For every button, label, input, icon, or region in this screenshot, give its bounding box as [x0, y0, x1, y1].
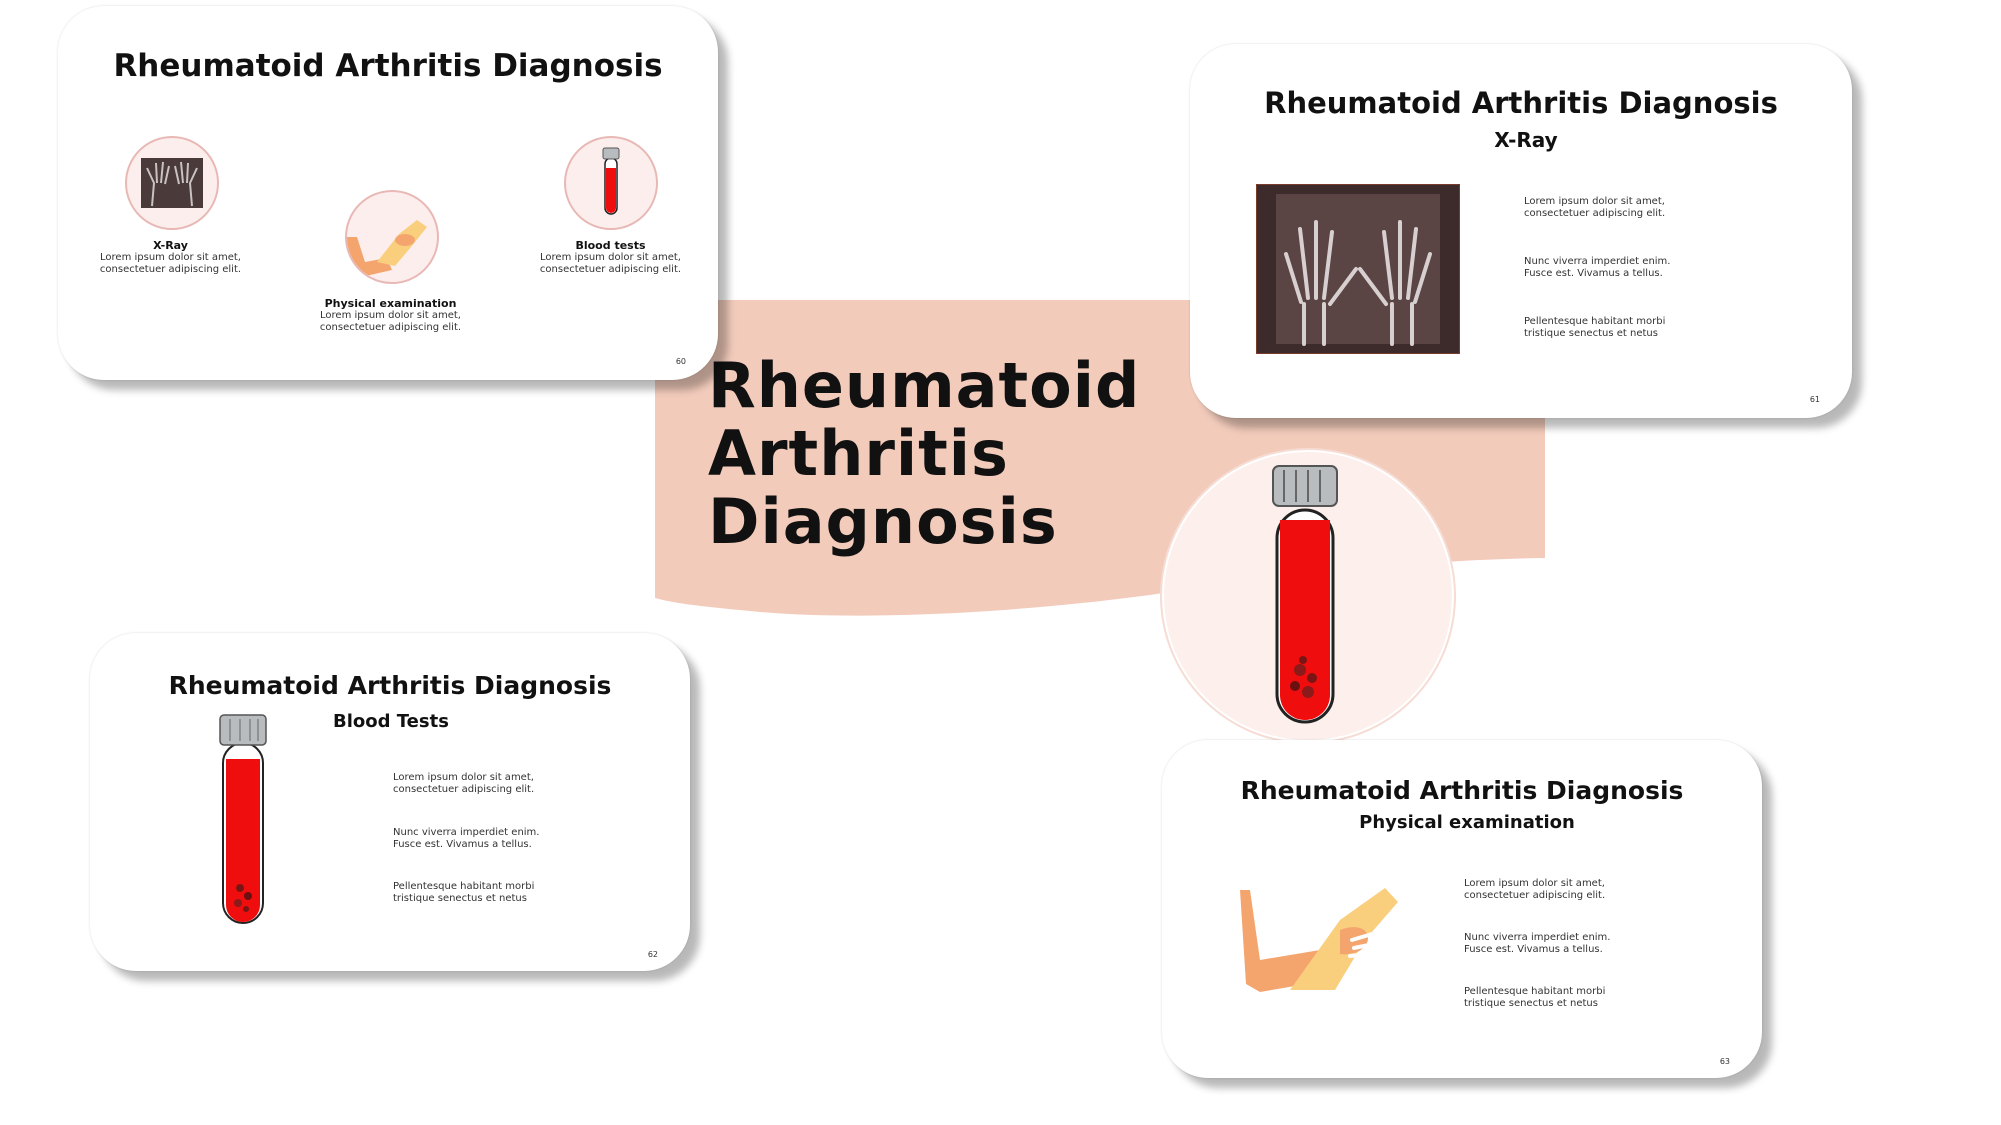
xray-text: Lorem ipsum dolor sit amet, consectetuer… — [99, 252, 242, 275]
point-2: Nunc viverra imperdiet enim. Fusce est. … — [393, 827, 540, 850]
point-3: Pellentesque habitant morbi tristique se… — [393, 881, 535, 904]
xray-circle — [125, 136, 219, 230]
point-1: Lorem ipsum dolor sit amet, consectetuer… — [1524, 196, 1666, 219]
card-title: Rheumatoid Arthritis Diagnosis — [168, 671, 612, 700]
card-title: Rheumatoid Arthritis Diagnosis — [1264, 86, 1778, 120]
card-title: Rheumatoid Arthritis Diagnosis — [113, 48, 663, 84]
xray-hands-icon — [141, 158, 203, 208]
blood-tube-icon — [1272, 465, 1338, 724]
hand-exam-icon — [347, 220, 427, 278]
physical-exam-label: Physical examination — [324, 297, 457, 310]
xray-label: X-Ray — [153, 239, 188, 252]
physical-exam-item: Physical examination Lorem ipsum dolor s… — [303, 298, 478, 334]
xray-item: X-Ray Lorem ipsum dolor sit amet, consec… — [88, 240, 253, 276]
page-number: 61 — [1809, 395, 1820, 404]
slide-thumbnail-60[interactable]: Rheumatoid Arthritis Diagnosis X-Ray Lor… — [58, 6, 718, 380]
page-number: 62 — [647, 950, 658, 959]
page-number: 60 — [675, 357, 686, 366]
point-2: Nunc viverra imperdiet enim. Fusce est. … — [1464, 932, 1611, 955]
main-title-line-3: Diagnosis — [708, 485, 1058, 558]
blood-tube-small-icon — [602, 147, 620, 215]
card-title: Rheumatoid Arthritis Diagnosis — [1240, 776, 1684, 805]
physical-exam-circle — [345, 190, 439, 284]
physical-exam-text: Lorem ipsum dolor sit amet, consectetuer… — [319, 310, 462, 333]
main-title-line-1: Rheumatoid — [708, 349, 1141, 422]
card-subtitle: Blood Tests — [333, 711, 449, 732]
card-subtitle: X-Ray — [1494, 128, 1558, 152]
point-1: Lorem ipsum dolor sit amet, consectetuer… — [1464, 878, 1606, 901]
card-subtitle: Physical examination — [1359, 812, 1575, 833]
page-number: 63 — [1719, 1057, 1730, 1066]
slide-thumbnail-61[interactable]: Rheumatoid Arthritis Diagnosis X-Ray Lor… — [1190, 44, 1852, 418]
main-title-line-2: Arthritis — [708, 417, 1009, 490]
point-3: Pellentesque habitant morbi tristique se… — [1464, 986, 1606, 1009]
blood-test-text: Lorem ipsum dolor sit amet, consectetuer… — [539, 252, 682, 275]
slide-thumbnail-62[interactable]: Rheumatoid Arthritis Diagnosis Blood Tes… — [90, 633, 690, 971]
slide-thumbnail-63[interactable]: Rheumatoid Arthritis Diagnosis Physical … — [1162, 740, 1762, 1078]
main-title: Rheumatoid Arthritis Diagnosis — [708, 352, 1168, 556]
point-1: Lorem ipsum dolor sit amet, consectetuer… — [393, 772, 535, 795]
blood-test-label: Blood tests — [575, 239, 646, 252]
blood-test-circle — [564, 136, 658, 230]
blood-test-item: Blood tests Lorem ipsum dolor sit amet, … — [528, 240, 693, 276]
point-3: Pellentesque habitant morbi tristique se… — [1524, 316, 1666, 339]
hand-exam-icon — [1240, 888, 1398, 992]
point-2: Nunc viverra imperdiet enim. Fusce est. … — [1524, 256, 1671, 279]
xray-hands-image — [1256, 184, 1460, 354]
blood-tube-icon — [219, 714, 267, 924]
